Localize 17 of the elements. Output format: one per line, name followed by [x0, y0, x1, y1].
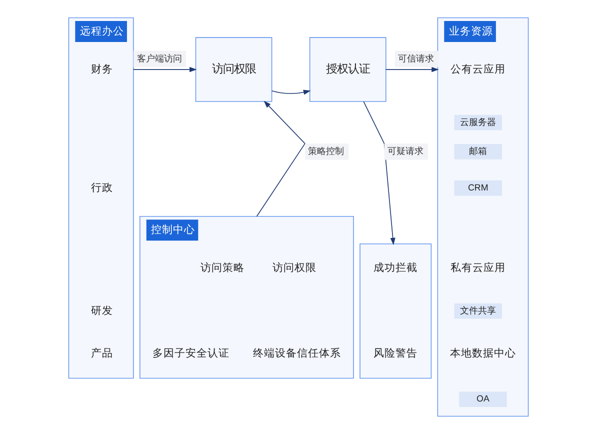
- node-text: 研发: [90, 304, 112, 317]
- edge-label: 可疑请求: [387, 146, 424, 156]
- node-text: 访问策略: [200, 262, 244, 274]
- node-text: 访问权限: [272, 262, 316, 274]
- node-text: 成功拦截: [373, 262, 418, 274]
- edge-label: 客户端访问: [136, 53, 182, 64]
- edge-label: 策略控制: [308, 146, 344, 156]
- node-text: 多因子安全认证: [152, 348, 229, 360]
- node-text: 本地数据中心: [449, 348, 516, 360]
- node-text: 公有云应用: [450, 63, 506, 76]
- node-text: 终端设备信任体系: [252, 348, 340, 360]
- node-text: 行政: [90, 182, 112, 194]
- node-text: 财务: [90, 63, 112, 76]
- node-text: 风险警告: [373, 348, 418, 360]
- edge-label: 可信请求: [398, 53, 434, 64]
- node-text: 产品: [90, 348, 112, 360]
- node-text: 私有云应用: [450, 262, 506, 274]
